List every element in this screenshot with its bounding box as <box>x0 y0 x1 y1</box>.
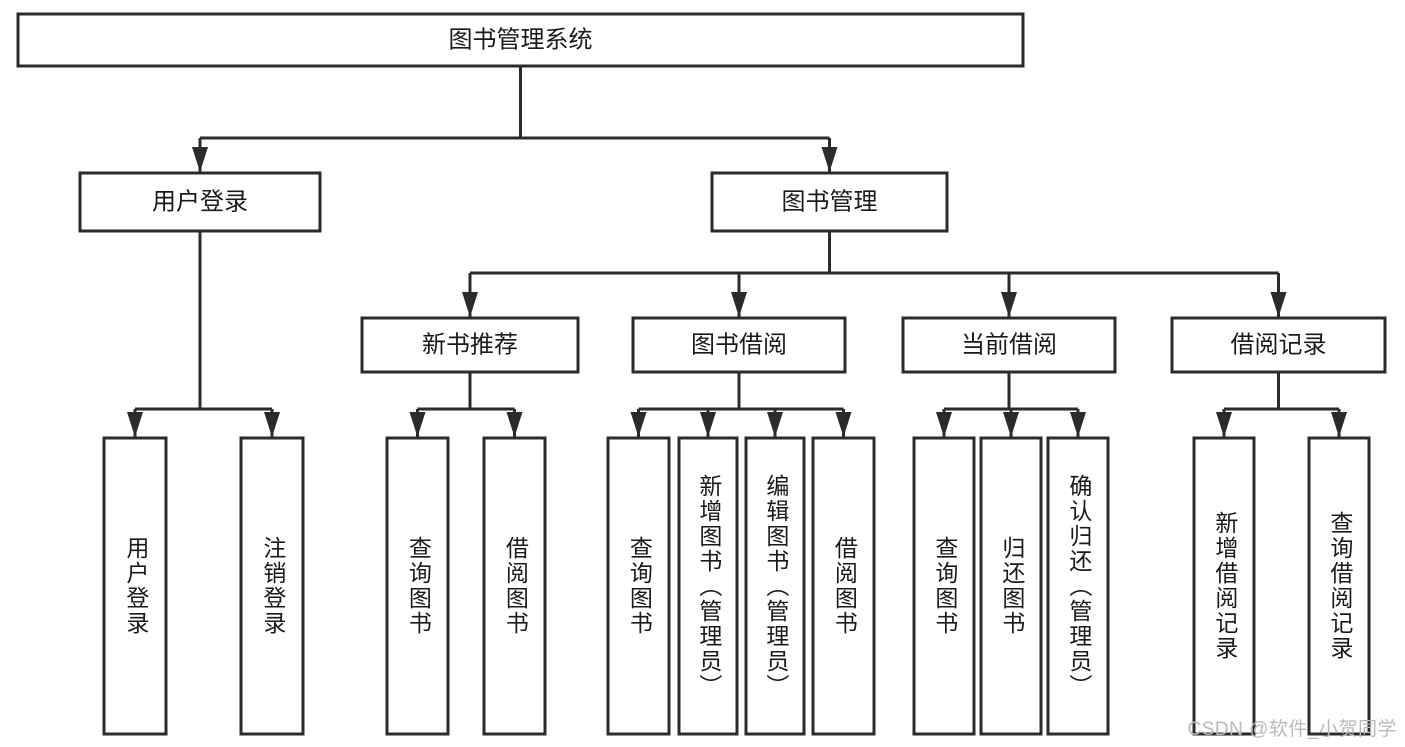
leaf-leaf-edit-book[interactable] <box>744 436 806 736</box>
arrowhead-icon <box>506 412 523 437</box>
arrowhead-icon <box>1070 412 1086 437</box>
arrowhead-icon <box>700 412 716 437</box>
arrowhead-icon <box>1270 292 1287 317</box>
node-label-book-manage: 图书管理 <box>782 188 878 215</box>
arrowhead-icon <box>731 292 747 317</box>
node-book-borrow[interactable] <box>631 316 847 374</box>
arrowhead-icon <box>409 412 426 437</box>
node-box-layer <box>16 12 1387 736</box>
node-label-root: 图书管理系统 <box>449 26 593 53</box>
leaf-leaf-logout-login[interactable] <box>239 436 305 736</box>
arrowhead-icon <box>127 412 143 437</box>
leaf-leaf-return-book[interactable] <box>979 436 1043 736</box>
leaf-leaf-borrow-book-2[interactable] <box>811 436 876 736</box>
arrowhead-icon <box>1001 292 1017 317</box>
leaf-leaf-query-record[interactable] <box>1307 436 1371 736</box>
arrowhead-icon <box>936 412 952 437</box>
node-label-user-login: 用户登录 <box>152 188 248 215</box>
node-label-borrow-record: 借阅记录 <box>1231 331 1327 358</box>
node-new-book-recommend[interactable] <box>360 316 580 374</box>
leaf-leaf-add-record[interactable] <box>1192 436 1256 736</box>
leaf-leaf-query-book-3[interactable] <box>912 436 976 736</box>
arrowhead-icon <box>192 147 208 172</box>
arrowhead-icon <box>1331 412 1347 437</box>
leaf-leaf-add-book[interactable] <box>677 436 739 736</box>
node-root[interactable] <box>16 12 1025 68</box>
arrowhead-icon <box>821 147 838 172</box>
node-label-book-borrow: 图书借阅 <box>691 331 787 358</box>
arrowhead-icon <box>630 412 647 437</box>
leaf-leaf-query-book-2[interactable] <box>606 436 671 736</box>
arrowhead-icon <box>264 412 280 437</box>
node-current-borrow[interactable] <box>901 316 1117 374</box>
leaf-leaf-user-login[interactable] <box>102 436 168 736</box>
node-user-login[interactable] <box>78 171 322 233</box>
leaf-leaf-borrow-book-1[interactable] <box>482 436 547 736</box>
leaf-leaf-confirm-return[interactable] <box>1046 436 1110 736</box>
arrowhead-icon <box>835 412 852 437</box>
leaf-leaf-query-book-1[interactable] <box>385 436 450 736</box>
arrowhead-icon <box>462 292 478 317</box>
watermark: CSDN @软件_小贺同学 <box>1187 719 1397 740</box>
arrowhead-icon <box>1003 412 1019 437</box>
node-borrow-record[interactable] <box>1170 316 1387 374</box>
connector-layer <box>127 66 1347 437</box>
node-book-manage[interactable] <box>710 171 949 233</box>
arrowhead-icon <box>767 412 783 437</box>
node-label-new-book-recommend: 新书推荐 <box>422 331 518 358</box>
node-label-current-borrow: 当前借阅 <box>961 331 1057 358</box>
arrowhead-icon <box>1216 412 1232 437</box>
